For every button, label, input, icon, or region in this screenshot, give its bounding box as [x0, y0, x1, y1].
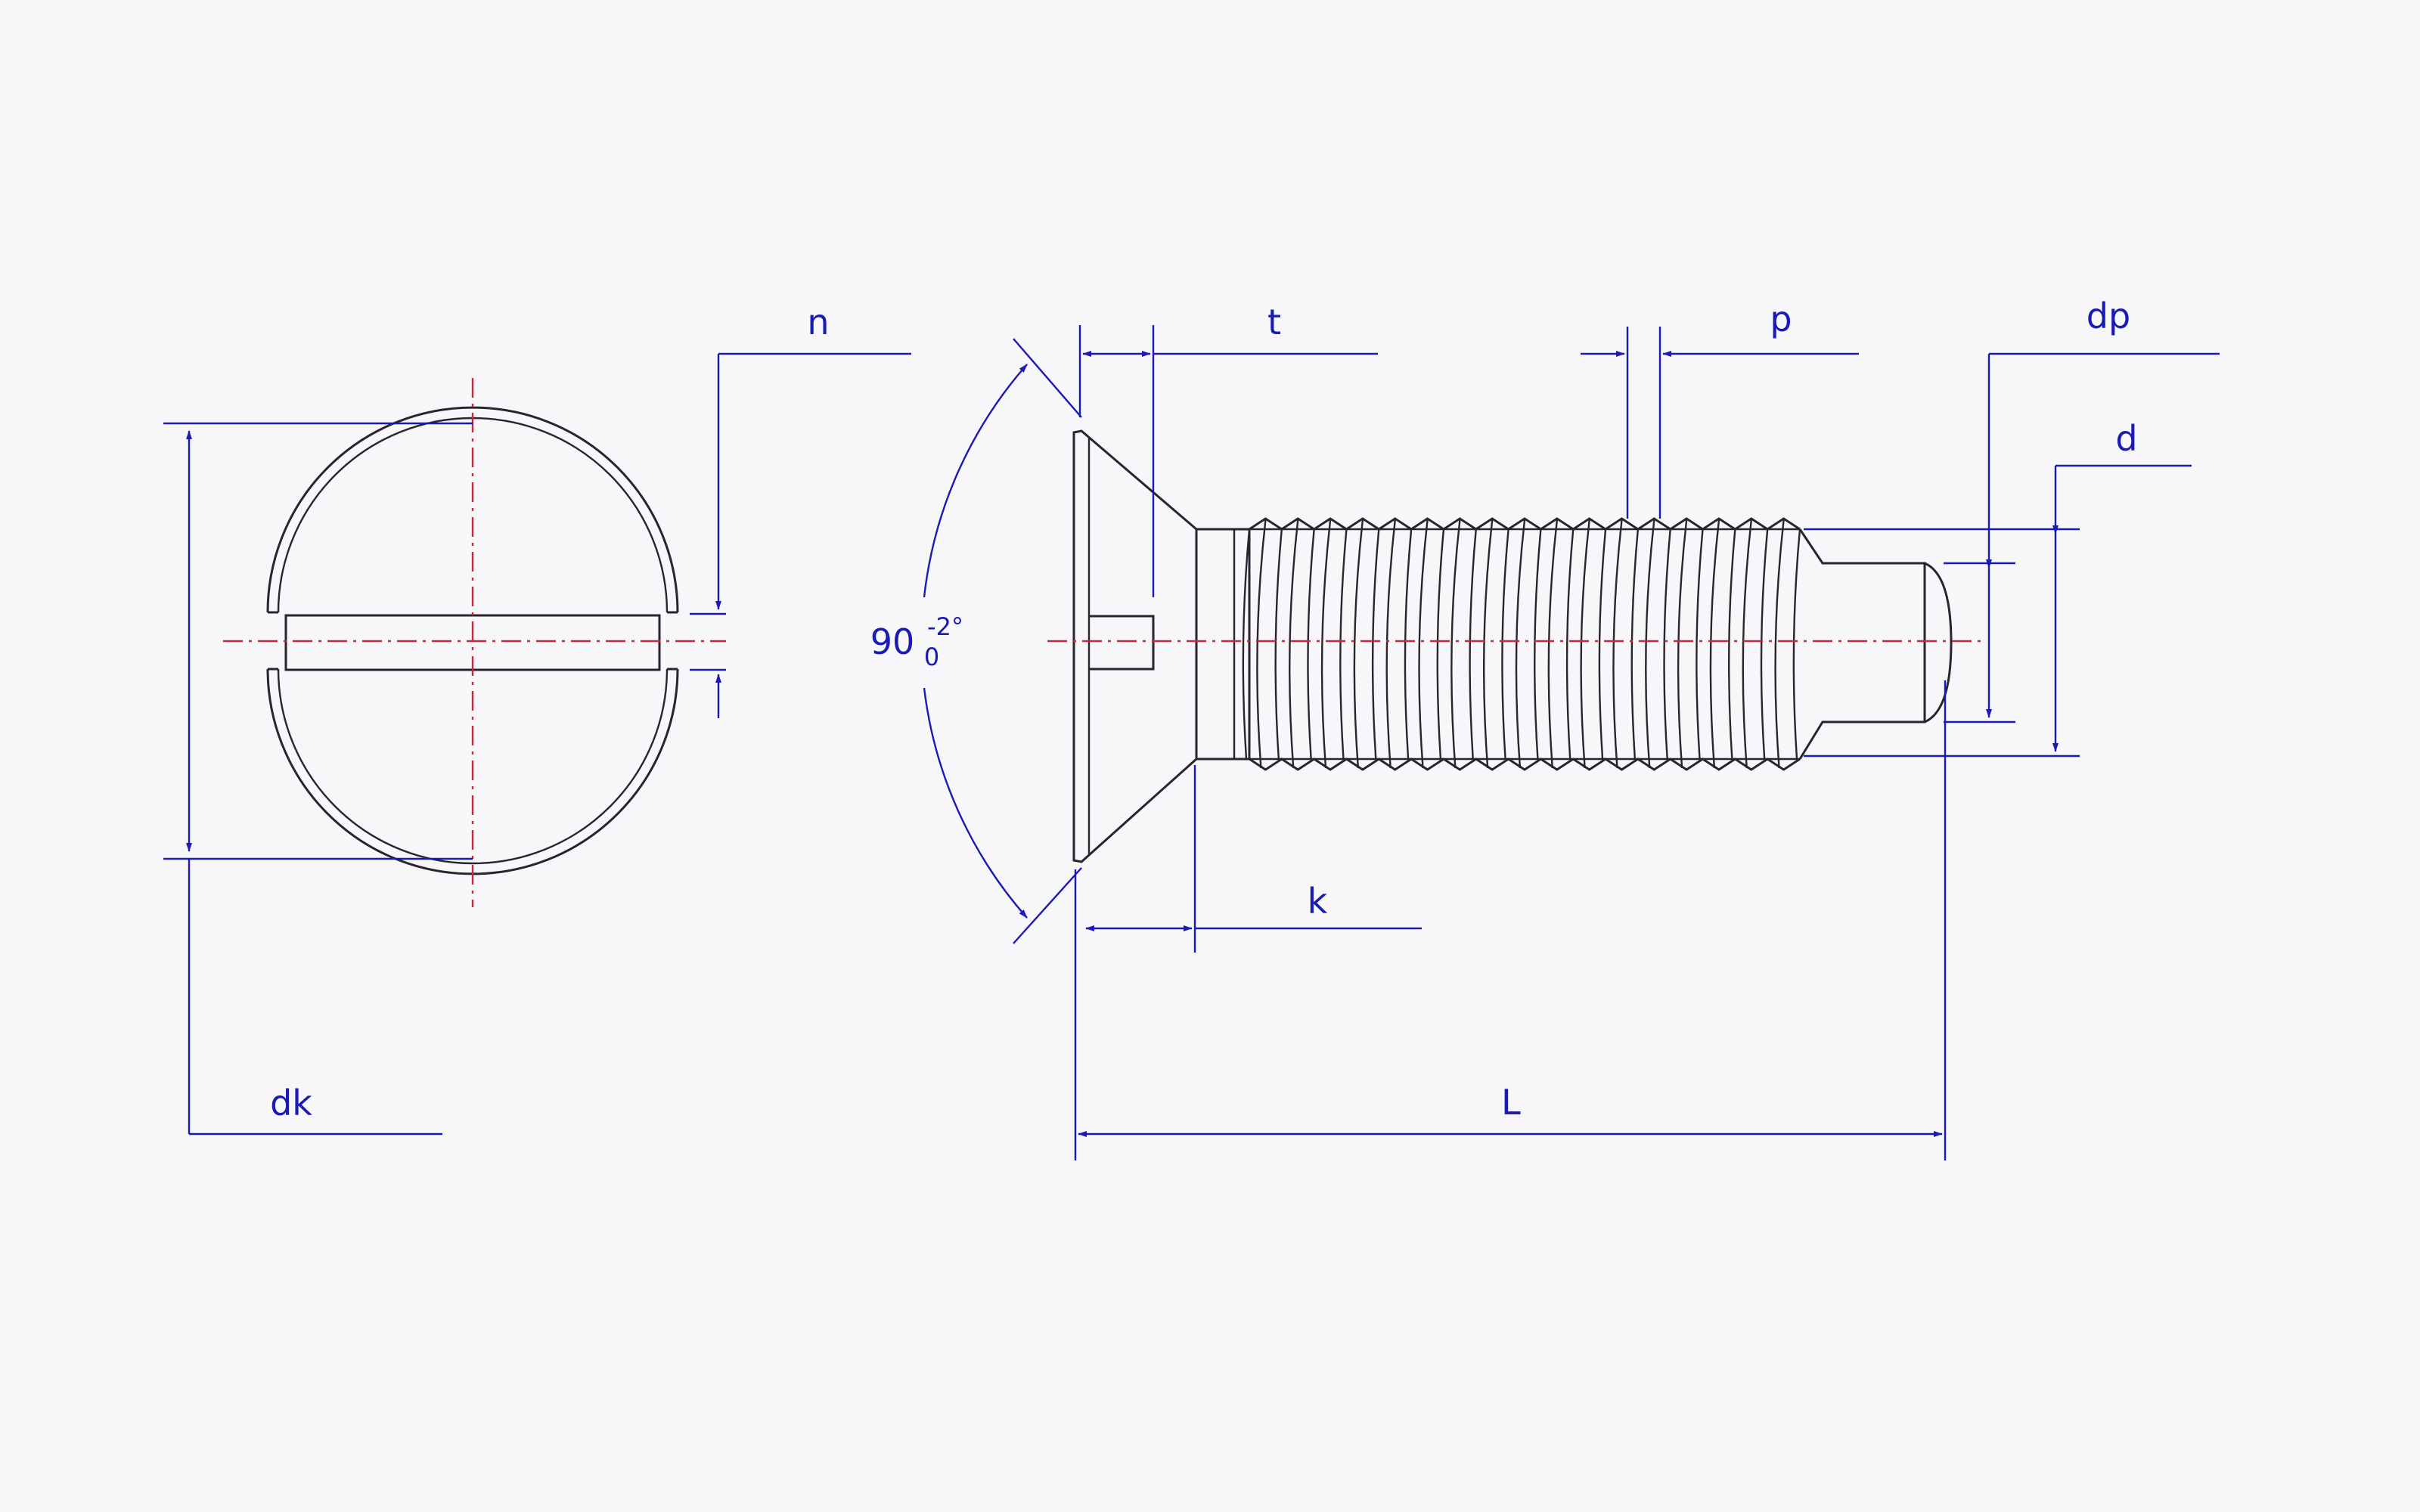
thread-crest — [1482, 519, 1494, 769]
thread-root — [1598, 528, 1607, 760]
label-L: L — [1501, 1082, 1521, 1123]
thread-crest — [1677, 519, 1688, 769]
thread-crest — [1385, 519, 1396, 769]
head-top-view — [223, 378, 726, 907]
dimension-L: L — [1074, 680, 1947, 1160]
thread-crest — [1580, 519, 1590, 769]
thread-crest — [1709, 519, 1720, 769]
thread-top-profile — [1249, 517, 1801, 531]
thread-crest — [1353, 519, 1364, 769]
label-angle-tol-lower: 0 — [924, 643, 939, 671]
thread-root — [1565, 528, 1575, 760]
dimension-d: d — [1804, 418, 2192, 758]
head-profile — [1072, 429, 1198, 863]
dimension-k: k — [1085, 765, 1422, 953]
label-dk: dk — [270, 1083, 312, 1123]
thread-crest — [1515, 519, 1526, 769]
label-angle-tol-upper: -2° — [927, 612, 963, 641]
thread-root — [1534, 528, 1542, 760]
dimension-dp: dp — [1944, 296, 2220, 723]
dimension-t: t — [1078, 302, 1378, 597]
thread-bottom-profile — [1249, 758, 1801, 771]
thread-crest — [1547, 519, 1559, 769]
thread-crest — [1612, 519, 1623, 769]
dimension-dk: dk — [163, 422, 473, 1136]
thread-root — [1307, 528, 1315, 760]
thread-crest — [1418, 519, 1429, 769]
thread-root — [1404, 528, 1413, 760]
dimension-angle: 90 -2° 0 — [870, 338, 1082, 944]
label-dp: dp — [2086, 296, 2130, 336]
thread-root — [1371, 528, 1380, 760]
thread-crest — [1320, 519, 1332, 769]
thread-crest — [1774, 519, 1785, 769]
thread-root — [1469, 528, 1477, 760]
thread-crests — [1242, 517, 1801, 771]
thread-root — [1274, 528, 1283, 760]
thread-root — [1792, 528, 1801, 760]
head-upper-arc — [266, 406, 679, 613]
dimension-p: p — [1581, 299, 1859, 519]
shank-neck — [1195, 528, 1251, 761]
label-n: n — [807, 302, 829, 342]
thread-root — [1339, 528, 1348, 760]
thread-crest — [1289, 519, 1299, 769]
thread-root — [1696, 528, 1704, 760]
dog-point — [1798, 528, 1926, 760]
label-p: p — [1770, 299, 1792, 339]
thread-crest — [1450, 519, 1461, 769]
label-angle-value: 90 — [870, 621, 915, 662]
thread-root — [1760, 528, 1769, 760]
label-k: k — [1308, 881, 1328, 922]
thread-root — [1630, 528, 1640, 760]
thread-crest — [1645, 519, 1655, 769]
screw-side-view — [1047, 429, 1985, 863]
thread-root — [1436, 528, 1445, 760]
thread-crest — [1742, 519, 1752, 769]
dog-point-tip — [1924, 562, 1953, 723]
thread-root — [1501, 528, 1509, 760]
thread-crest — [1256, 519, 1267, 769]
dimension-n: n — [690, 302, 911, 718]
side-slot — [1089, 615, 1155, 671]
thread-root — [1728, 528, 1736, 760]
thread-root — [1242, 528, 1251, 760]
label-d: d — [2115, 418, 2137, 459]
thread-root — [1663, 528, 1671, 760]
label-t: t — [1267, 302, 1281, 342]
